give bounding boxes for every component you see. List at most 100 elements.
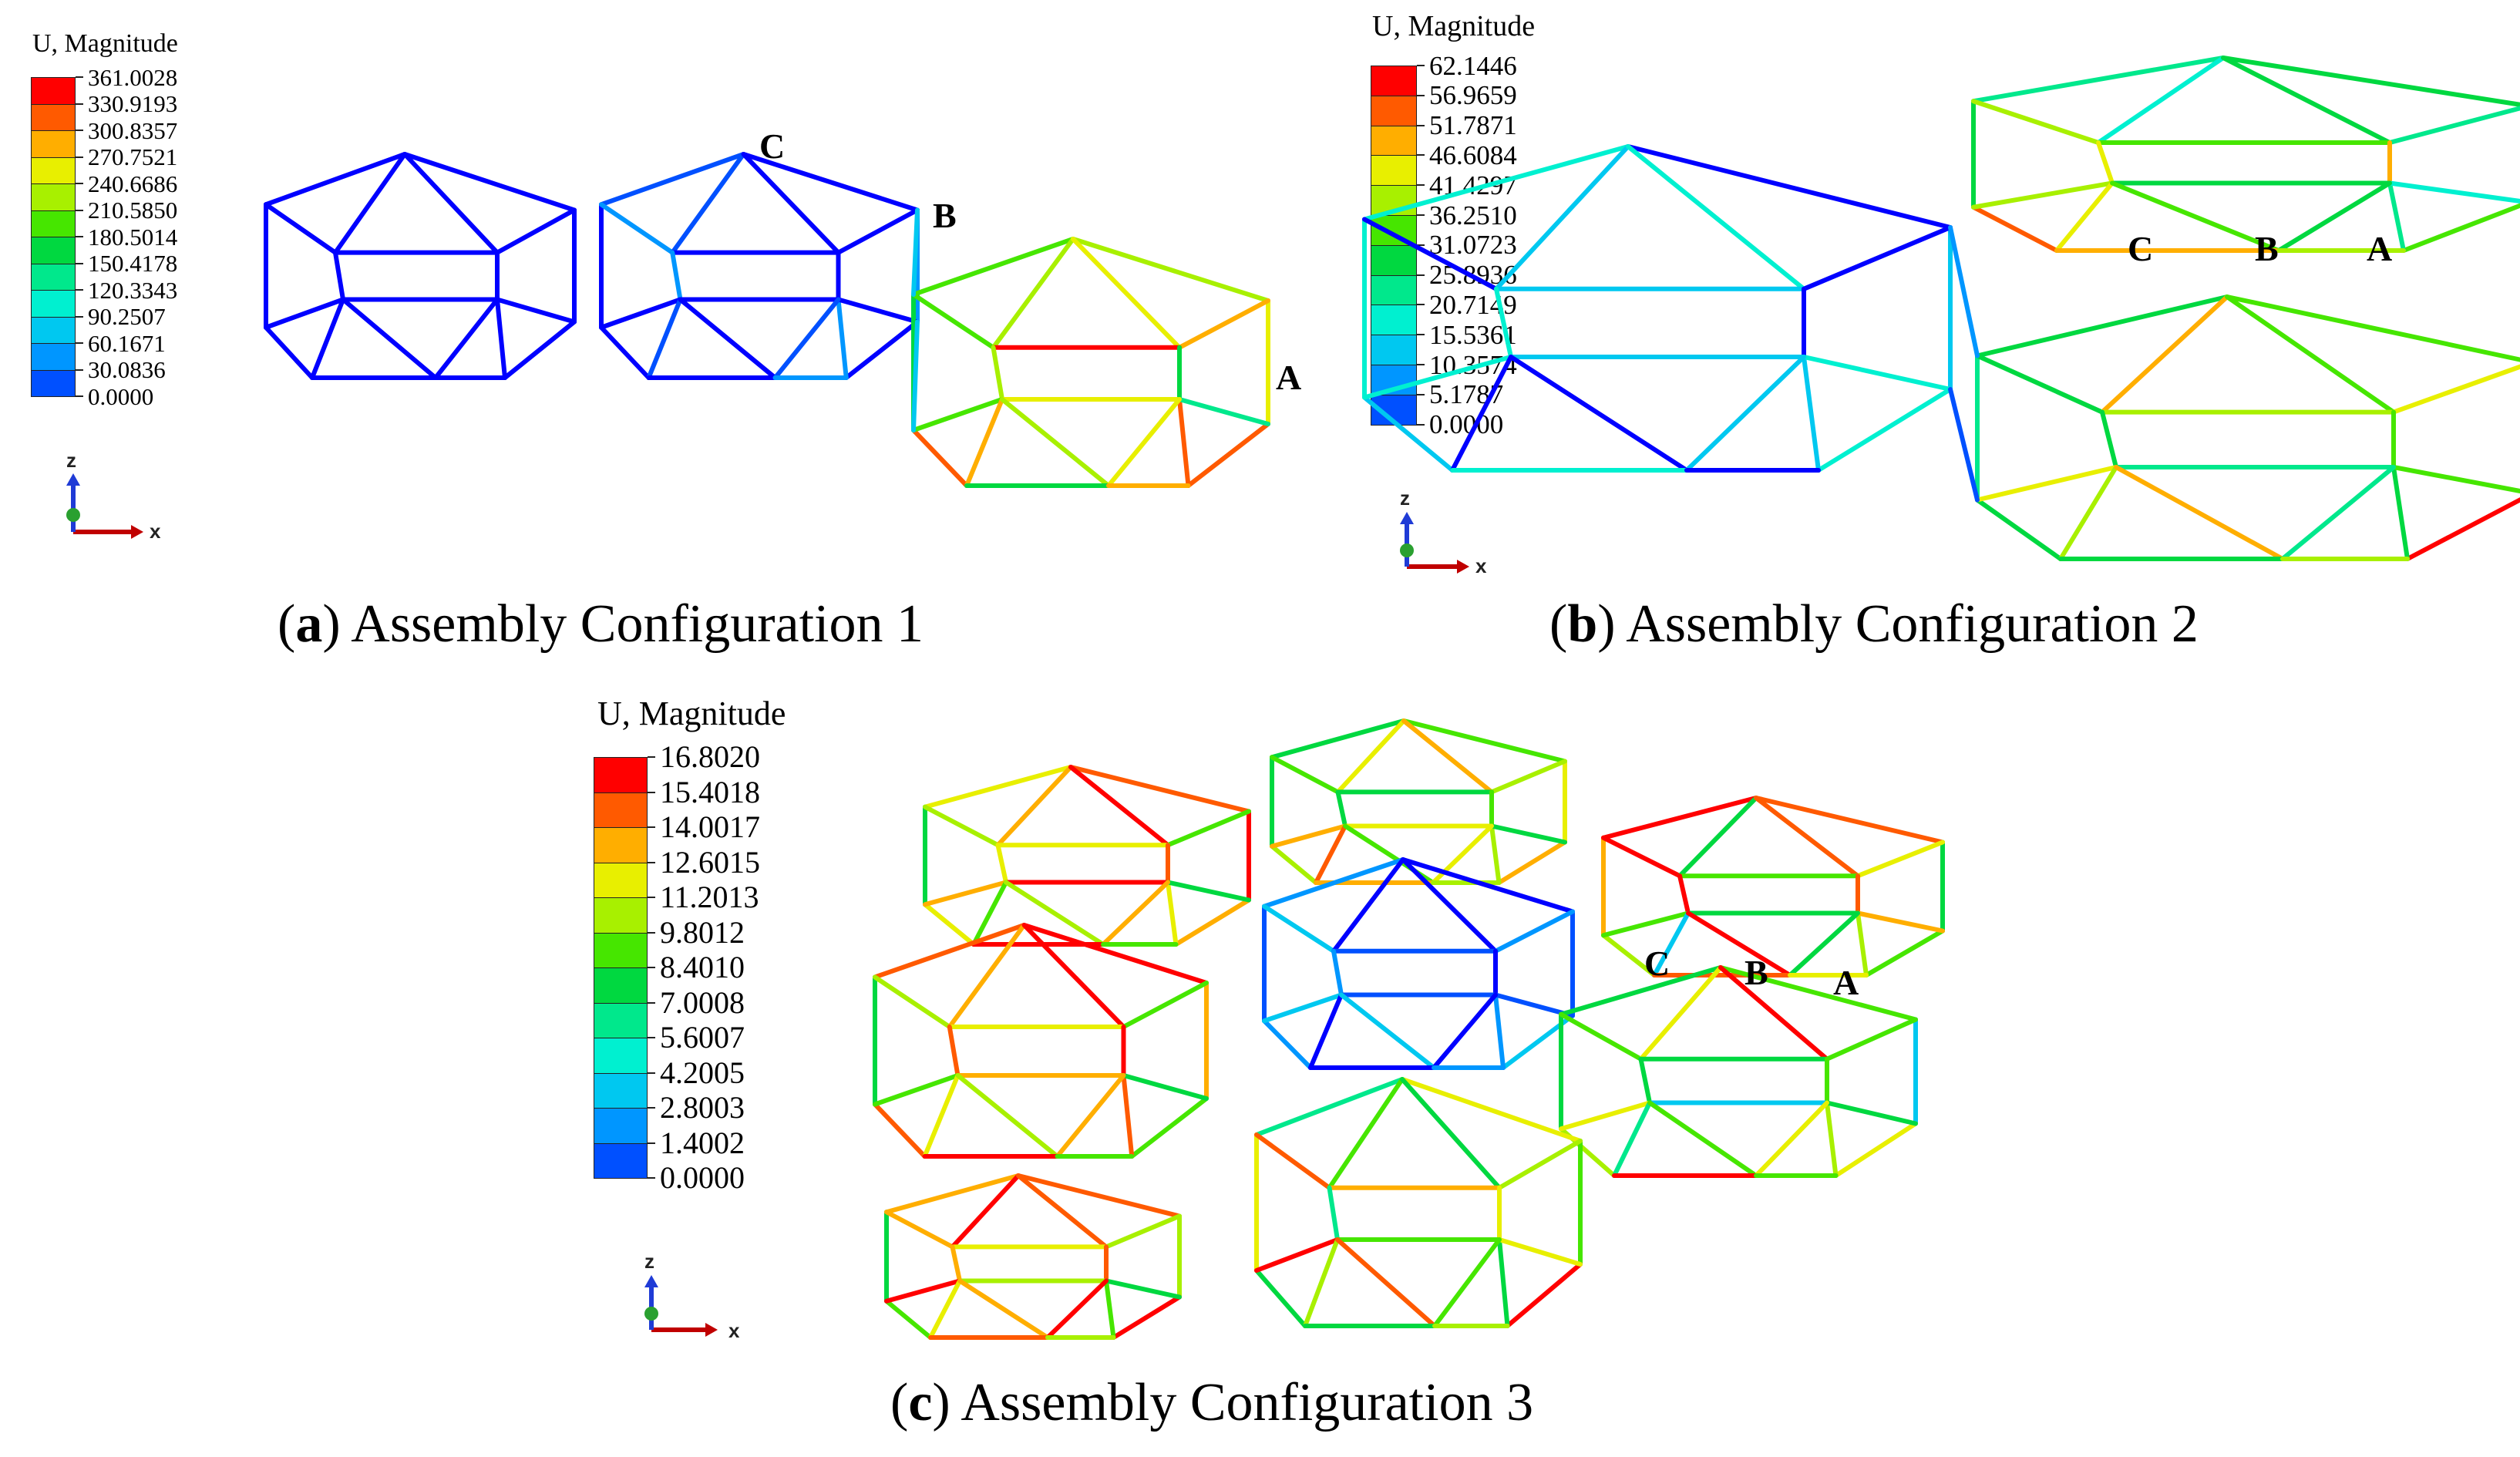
truss-member [923, 902, 976, 947]
legend-swatch [31, 210, 76, 237]
axis-label-z: z [1400, 486, 1410, 510]
truss-member [1493, 992, 1575, 1018]
legend-tick [648, 1177, 655, 1179]
truss-member [1718, 965, 1918, 1022]
truss-member [1559, 1100, 1652, 1132]
truss-member [1802, 355, 1953, 392]
truss-member [310, 297, 345, 380]
truss-member [995, 843, 1008, 885]
legend-swatch [31, 369, 76, 397]
truss-member [1166, 880, 1251, 903]
legend-label: 90.2507 [88, 303, 166, 330]
truss-member [1400, 1077, 1583, 1143]
truss-member [1626, 144, 1953, 230]
axis-triad: z x [644, 1250, 740, 1342]
truss-member [599, 202, 675, 255]
truss-member [2221, 56, 2392, 145]
legend-tick [1417, 304, 1425, 306]
truss-member [670, 152, 746, 255]
legend-tick [648, 1037, 655, 1038]
truss-member [1254, 1077, 1405, 1137]
truss-member [923, 765, 1073, 809]
truss-member [495, 207, 577, 255]
truss-member [599, 325, 651, 380]
truss-member [1327, 1185, 1340, 1242]
truss-structure [1362, 56, 2520, 561]
legend-tick [1417, 244, 1425, 246]
truss-member [1121, 981, 1209, 1029]
legend-tick [1417, 364, 1425, 365]
truss-member [1262, 903, 1336, 954]
caption-letter: b [1567, 594, 1598, 654]
truss-member [2100, 294, 2229, 415]
truss-member [2054, 180, 2115, 253]
truss-member [911, 319, 920, 432]
legend-tick [648, 791, 655, 793]
truss-member [1262, 1018, 1313, 1070]
legend-tick [648, 756, 655, 758]
legend-tick [1417, 393, 1425, 395]
truss-member [333, 152, 407, 255]
axis-triad: z x [66, 449, 161, 543]
legend-tick [1417, 124, 1425, 126]
truss-member [2391, 465, 2410, 561]
legend-label: 210.5850 [88, 197, 178, 224]
truss-member [1071, 237, 1182, 350]
truss-member [1647, 1100, 1758, 1178]
legend-swatch [31, 77, 76, 105]
legend-title: U, Magnitude [32, 29, 178, 58]
truss-member [1638, 965, 1723, 1062]
legend-swatch [594, 1038, 648, 1074]
truss-member [1339, 992, 1436, 1070]
truss-member [1677, 873, 1691, 916]
node-label-a: A [1833, 963, 1859, 1002]
truss-member [873, 923, 1027, 980]
truss-member [2100, 409, 2118, 469]
truss-member [991, 237, 1075, 350]
legend-tick [1417, 214, 1425, 216]
legend-label: 62.1446 [1429, 50, 1517, 81]
truss-member [1432, 1237, 1502, 1328]
truss-member [1104, 1278, 1182, 1300]
truss-member [1254, 1237, 1340, 1273]
truss-member [1493, 992, 1506, 1070]
truss-member [1450, 355, 1513, 473]
truss-member [1975, 294, 2229, 358]
truss-member [333, 250, 345, 302]
truss-member [1788, 910, 1860, 978]
truss-member [1401, 857, 1575, 914]
truss-member [772, 297, 841, 380]
truss-member [971, 880, 1008, 947]
truss-member [1497, 1237, 1510, 1328]
truss-member [2387, 106, 2520, 145]
truss-member [957, 1278, 1050, 1340]
truss-member [911, 397, 1004, 432]
truss-member [2405, 497, 2520, 561]
legend-label: 16.8020 [660, 739, 760, 774]
legend-label: 120.3343 [88, 276, 178, 304]
truss-member [1497, 1139, 1583, 1190]
truss-member [1971, 204, 2059, 253]
legend-label: 2.8003 [660, 1090, 745, 1125]
truss-member [2058, 465, 2118, 561]
legend-swatch [31, 130, 76, 158]
truss-member [1400, 1077, 1502, 1190]
truss-member [1362, 395, 1455, 473]
legend-label: 56.9659 [1429, 80, 1517, 111]
truss-member [1971, 99, 2101, 145]
structure-view: C B A z x [1362, 56, 2520, 577]
axis-label-x: x [728, 1319, 740, 1342]
truss-member [873, 1073, 961, 1107]
legend-label: 36.2510 [1429, 200, 1517, 230]
truss-member [1331, 857, 1405, 954]
truss-member [1270, 718, 1406, 760]
legend-tick [76, 103, 83, 105]
truss-member [1401, 718, 1494, 795]
truss-member [1021, 923, 1209, 985]
truss-member [947, 1025, 961, 1078]
truss-member [1505, 1262, 1583, 1328]
truss-member [1021, 923, 1126, 1029]
truss-member [402, 152, 500, 255]
truss-member [1494, 286, 1513, 359]
